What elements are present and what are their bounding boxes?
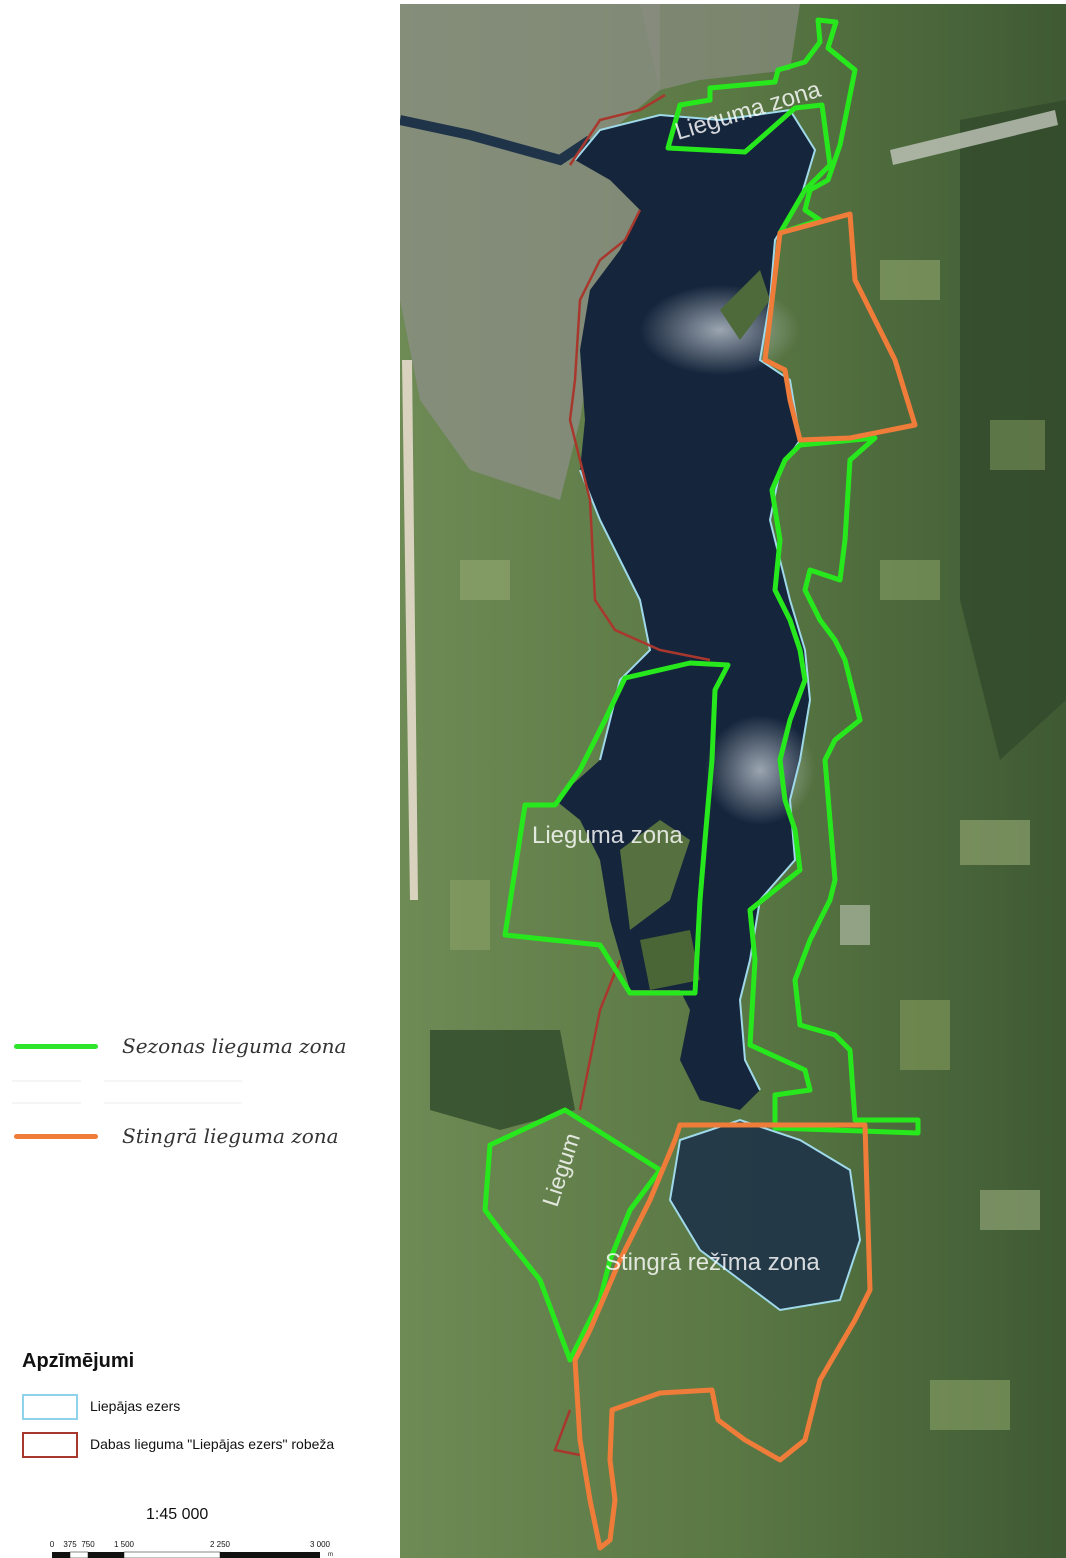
scale-tick-label: 3 000: [310, 1540, 331, 1549]
zone-label-middle: Lieguma zona: [532, 822, 683, 849]
scale-ratio: 1:45 000: [146, 1506, 209, 1523]
scale-tick-label: 375: [63, 1540, 77, 1549]
legend-seasonal-label: Sezonas lieguma zona: [122, 1034, 347, 1058]
scale-segment: [69, 1551, 89, 1558]
strict-zone-south: [572, 1122, 873, 1551]
canal: [400, 115, 593, 166]
seasonal-zone-south-west: [482, 1107, 663, 1363]
map-panel[interactable]: Lieguma zona Lieguma zona Liegum Stingrā…: [400, 4, 1066, 1558]
scale-unit: m: [328, 1552, 333, 1558]
scale-tick-label: 1 500: [114, 1540, 135, 1549]
beach-strip: [402, 360, 418, 900]
legend-item-boundary: Dabas lieguma "Liepājas ezers" robeža: [22, 1430, 402, 1458]
legend-strict-line: [14, 1134, 98, 1139]
water-glare: [640, 285, 800, 375]
scale-segment: [52, 1552, 70, 1558]
strict-zone-north: [762, 211, 918, 443]
aerial-map[interactable]: Lieguma zona Lieguma zona Liegum Stingrā…: [400, 4, 1066, 1558]
zone-label-strict: Stingrā režīma zona: [605, 1249, 820, 1276]
legend-seasonal-line: [14, 1044, 98, 1049]
scale-tick-label: 2 250: [210, 1540, 231, 1549]
scale-segment: [220, 1552, 320, 1558]
water-glare: [705, 715, 815, 825]
airport-runway: [890, 110, 1058, 165]
scale-tick-label: 0: [50, 1540, 55, 1549]
scale-tick-label: 750: [81, 1540, 95, 1549]
seasonal-zone-north: [665, 17, 858, 236]
legend-title: Apzīmējumi: [22, 1350, 135, 1372]
island: [620, 820, 690, 930]
seasonal-zone-middle: [502, 660, 731, 996]
reserve-boundary: [553, 93, 711, 1457]
legend-item-lake: Liepājas ezers: [22, 1392, 402, 1420]
field-patches: [450, 260, 1045, 1430]
island: [720, 270, 770, 340]
town-north: [640, 4, 800, 90]
scale-bar: 0 375 750 1 500 2 250 3 000 m: [50, 1540, 333, 1558]
boundary-swatch: [22, 1432, 78, 1458]
legend-faded-line: [12, 1102, 242, 1104]
legend-strict-label: Stingrā lieguma zona: [122, 1124, 339, 1148]
legend-faded-line: [12, 1080, 242, 1082]
island: [640, 930, 700, 990]
legend-item-lake-label: Liepājas ezers: [90, 1398, 181, 1414]
legend-seasonal-zone: Sezonas lieguma zona: [12, 1032, 392, 1062]
legend-strict-zone: Stingrā lieguma zona: [12, 1122, 392, 1152]
scale-segment: [123, 1551, 221, 1558]
lake-swatch: [22, 1394, 78, 1420]
seasonal-zone-east: [747, 435, 921, 1136]
forest-west: [430, 1030, 575, 1130]
scale-segment: [88, 1552, 124, 1558]
legend-item-boundary-label: Dabas lieguma "Liepājas ezers" robeža: [90, 1436, 335, 1452]
